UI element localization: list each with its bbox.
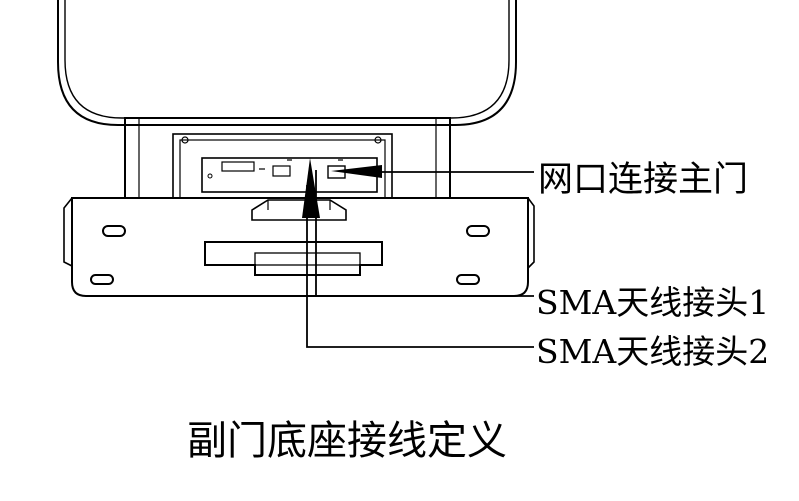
mount-slot-top-right [466, 225, 490, 237]
diagram-caption: 副门底座接线定义 [187, 418, 507, 464]
leader-sma-1 [315, 170, 534, 297]
device-body-outer [57, 0, 517, 126]
label-network-port: 网口连接主门 [538, 160, 749, 200]
bay-screw-left [181, 136, 189, 144]
label-sma-antenna-2: SMA天线接头2 [536, 332, 770, 371]
cable-bracket [251, 199, 347, 221]
panel-port [272, 165, 291, 177]
base-plate [71, 197, 529, 297]
arrow-network-port [331, 165, 382, 178]
mount-slot-bottom-right [456, 274, 480, 285]
mount-slot-top-left [102, 225, 126, 237]
arrow-sma-2 [309, 175, 318, 213]
leader-sma-2 [306, 185, 534, 348]
panel-display [221, 161, 255, 172]
bay-screw-right [374, 136, 382, 144]
label-sma-antenna-1: SMA天线接头1 [536, 283, 770, 322]
handle-cutout [204, 241, 383, 276]
mount-slot-bottom-left [90, 274, 114, 285]
device-body-inner [64, 0, 510, 119]
